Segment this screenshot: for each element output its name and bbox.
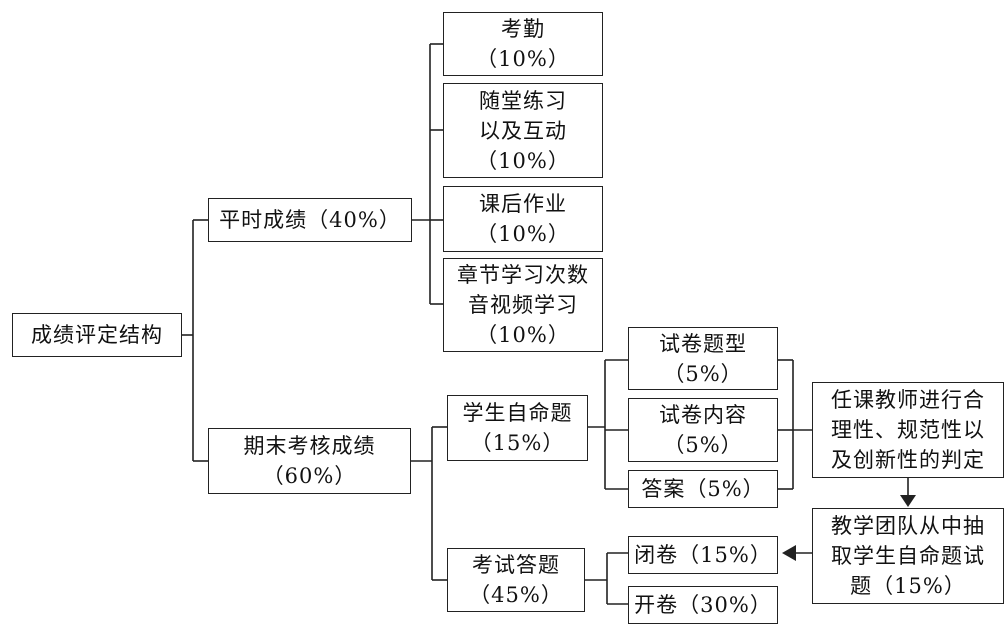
node-line: 以及互动 <box>479 118 567 143</box>
node-root: 成绩评定结构 <box>12 313 182 357</box>
node-line: 取学生自命题试 <box>831 544 985 568</box>
node-line: 试卷内容 <box>659 403 747 427</box>
node-exam-answer: 考试答题 （45%） <box>447 548 585 612</box>
node-line: 音视频学习 <box>468 293 578 317</box>
node-regular-grade: 平时成绩（40%） <box>208 198 412 242</box>
node-final-exam: 期末考核成绩 （60%） <box>208 428 411 494</box>
node-line: 平时成绩（40%） <box>219 208 401 232</box>
arrow-left-icon <box>782 545 796 561</box>
node-closed-book: 闭卷（15%） <box>628 536 778 574</box>
node-line: （45%） <box>469 583 563 607</box>
node-line: （60%） <box>262 464 357 488</box>
node-line: （15%） <box>470 431 565 455</box>
node-paper-content: 试卷内容 （5%） <box>628 398 778 462</box>
node-line: 答案（5%） <box>641 477 765 501</box>
node-answer: 答案（5%） <box>628 470 778 508</box>
node-self-question: 学生自命题 （15%） <box>447 395 588 461</box>
node-homework: 课后作业 （10%） <box>443 186 603 252</box>
node-line: 闭卷（15%） <box>634 543 772 567</box>
node-paper-type: 试卷题型 （5%） <box>628 327 778 390</box>
node-line: 试卷题型 <box>659 331 747 356</box>
node-line: 开卷（30%） <box>634 593 772 617</box>
node-line: 考勤 <box>501 17 545 41</box>
node-line: 章节学习次数 <box>457 263 589 287</box>
node-line: 题（15%） <box>850 574 966 598</box>
node-line: 课后作业 <box>479 192 567 216</box>
node-line: （10%） <box>476 47 570 71</box>
node-line: （5%） <box>663 433 743 457</box>
node-attendance: 考勤 （10%） <box>443 12 603 76</box>
node-line: 期末考核成绩 <box>243 434 376 458</box>
node-team-select: 教学团队从中抽 取学生自命题试 题（15%） <box>812 508 1004 604</box>
node-line: 成绩评定结构 <box>31 323 163 347</box>
node-line: 及创新性的判定 <box>831 448 985 472</box>
node-line: （5%） <box>663 361 743 386</box>
node-classroom-practice: 随堂练习 以及互动 （10%） <box>443 83 603 178</box>
arrow-down-icon <box>900 495 916 507</box>
node-line: 教学团队从中抽 <box>831 514 985 538</box>
node-line: 学生自命题 <box>462 401 573 425</box>
node-line: 任课教师进行合 <box>831 388 985 412</box>
node-line: （10%） <box>476 222 570 246</box>
node-teacher-judge: 任课教师进行合 理性、规范性以 及创新性的判定 <box>812 382 1004 478</box>
node-line: 随堂练习 <box>479 88 567 113</box>
node-chapter-study: 章节学习次数 音视频学习 （10%） <box>443 258 603 352</box>
node-line: （10%） <box>476 148 570 173</box>
node-line: （10%） <box>476 323 570 347</box>
node-line: 理性、规范性以 <box>831 418 985 442</box>
node-open-book: 开卷（30%） <box>628 586 778 624</box>
node-line: 考试答题 <box>472 553 560 577</box>
